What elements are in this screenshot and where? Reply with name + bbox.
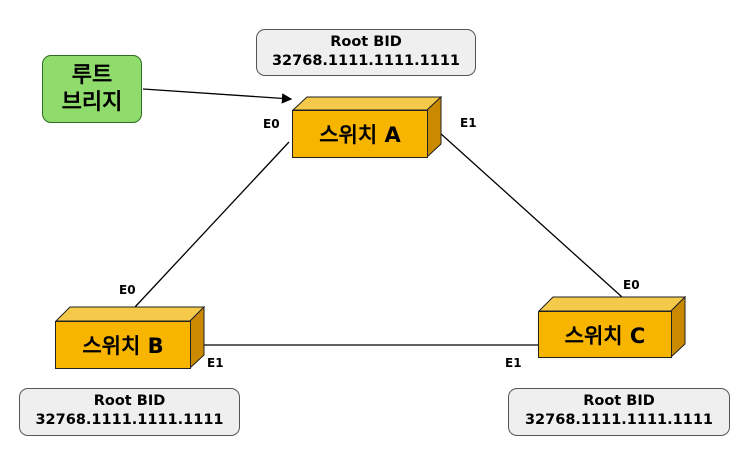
port-a-e0: E0 <box>263 117 280 131</box>
switch-b[interactable]: 스위치 B <box>55 306 205 369</box>
switch-b-3d-shape <box>55 306 205 369</box>
port-b-e0: E0 <box>119 283 136 297</box>
switch-a-label: 스위치 A <box>292 110 428 158</box>
root-bid-title-b: Root BID <box>93 393 166 409</box>
root-bridge-label-line2: 브리지 <box>61 90 123 115</box>
root-bid-value-a: 32768.1111.1111.1111 <box>271 53 461 69</box>
root-bid-box-c: Root BID 32768.1111.1111.1111 <box>508 388 730 436</box>
switch-c[interactable]: 스위치 C <box>538 296 686 358</box>
link-a-c <box>429 123 623 298</box>
root-bid-box-a: Root BID 32768.1111.1111.1111 <box>256 29 476 76</box>
root-bid-box-b: Root BID 32768.1111.1111.1111 <box>19 388 240 436</box>
switch-b-label: 스위치 B <box>55 321 191 369</box>
switch-c-3d-shape <box>538 296 686 358</box>
switch-a[interactable]: 스위치 A <box>292 96 442 158</box>
root-bid-title-c: Root BID <box>583 393 655 409</box>
root-bid-value-b: 32768.1111.1111.1111 <box>35 412 224 428</box>
root-bid-title-a: Root BID <box>330 34 402 50</box>
root-bid-value-c: 32768.1111.1111.1111 <box>524 412 714 428</box>
root-bridge-tag: 루트 브리지 <box>42 55 142 123</box>
root-bridge-label-line1: 루트 <box>71 63 113 88</box>
port-a-e1: E1 <box>460 116 477 130</box>
root-bridge-arrow <box>142 88 293 104</box>
port-b-e1: E1 <box>207 356 224 370</box>
port-c-e1: E1 <box>505 356 522 370</box>
switch-c-label: 스위치 C <box>538 311 672 358</box>
link-a-b <box>134 141 290 308</box>
port-c-e0: E0 <box>623 278 640 292</box>
